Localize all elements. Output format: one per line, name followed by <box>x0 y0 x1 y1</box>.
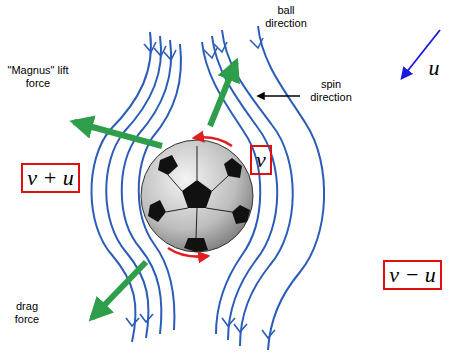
spin-label: spin direction <box>302 78 360 104</box>
velocity-box: v + u <box>21 163 80 193</box>
force-label: "Magnus" lift force <box>6 64 70 90</box>
soccer-ball <box>141 140 253 252</box>
velocity-box: v − u <box>383 260 442 290</box>
velocity-text: v − u <box>389 263 436 287</box>
velocity-symbol: u <box>424 56 444 80</box>
velocity-text: v <box>256 148 266 172</box>
force-label: ball direction <box>258 4 314 30</box>
force-label: drag force <box>6 300 48 326</box>
velocity-box: v <box>250 145 272 175</box>
streamlines <box>91 26 324 350</box>
velocity-text: v + u <box>27 166 74 190</box>
